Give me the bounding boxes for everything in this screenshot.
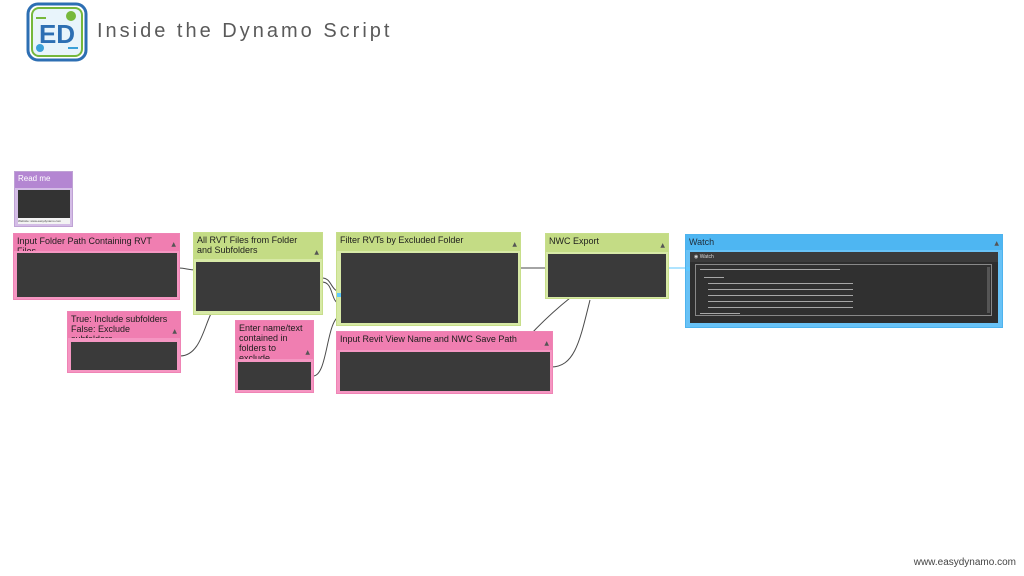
- list-item: [700, 313, 740, 314]
- exclude-text-title: Enter name/text contained in folders to …: [239, 323, 303, 359]
- easydynamo-logo: ED: [26, 2, 88, 62]
- exclude-text-node[interactable]: [238, 362, 311, 390]
- website-footer[interactable]: www.easydynamo.com: [913, 557, 1016, 568]
- all-rvt-group[interactable]: All RVT Files from Folder and Subfolders…: [193, 232, 323, 315]
- nwc-export-node[interactable]: [548, 254, 666, 297]
- watch-node-header: ◉ Watch: [690, 252, 998, 262]
- input-port[interactable]: [337, 293, 341, 297]
- collapse-caret-icon[interactable]: ▲: [314, 249, 319, 256]
- boolean-toggle-node[interactable]: [71, 342, 177, 370]
- filter-rvts-header: Filter RVTs by Excluded Folder ▲: [337, 233, 520, 251]
- view-name-group[interactable]: Input Revit View Name and NWC Save Path …: [336, 331, 553, 394]
- nwc-export-title: NWC Export: [549, 236, 600, 246]
- collapse-caret-icon[interactable]: ▲: [544, 340, 549, 347]
- watch-node[interactable]: ◉ Watch: [690, 252, 998, 323]
- collapse-caret-icon[interactable]: ▲: [512, 241, 517, 248]
- list-item: [700, 269, 840, 270]
- collapse-caret-icon[interactable]: ▲: [994, 240, 999, 247]
- collapse-caret-icon[interactable]: ▲: [172, 328, 177, 335]
- list-item: [708, 289, 853, 290]
- collapse-caret-icon[interactable]: ▲: [305, 349, 310, 356]
- watch-scrollbar[interactable]: [987, 267, 990, 313]
- subfolders-toggle-title-true: True: Include subfolders: [71, 314, 168, 324]
- subfolders-toggle-header: True: Include subfolders False: Exclude …: [68, 312, 180, 338]
- list-item: [708, 301, 853, 302]
- all-rvt-title: All RVT Files from Folder and Subfolders: [197, 235, 298, 255]
- filter-rvts-group[interactable]: Filter RVTs by Excluded Folder ▲: [336, 232, 521, 326]
- exclude-text-header: Enter name/text contained in folders to …: [236, 321, 313, 359]
- subfolders-toggle-group[interactable]: True: Include subfolders False: Exclude …: [67, 311, 181, 373]
- nwc-export-header: NWC Export ▲: [546, 234, 668, 252]
- input-port[interactable]: [686, 267, 690, 271]
- wire-viewname-to-nwc: [550, 299, 591, 368]
- all-rvt-header: All RVT Files from Folder and Subfolders…: [194, 233, 322, 259]
- input-folder-header: Input Folder Path Containing RVT Files ▲: [14, 234, 179, 251]
- view-name-title: Input Revit View Name and NWC Save Path: [340, 334, 517, 344]
- filter-rvts-title: Filter RVTs by Excluded Folder: [340, 235, 464, 245]
- input-folder-group[interactable]: Input Folder Path Containing RVT Files ▲: [13, 233, 180, 300]
- svg-text:ED: ED: [39, 19, 75, 49]
- watch-output-list[interactable]: [695, 264, 992, 316]
- list-item: [708, 295, 853, 296]
- watch-header: Watch ▲: [686, 235, 1002, 250]
- readme-note[interactable]: [18, 190, 70, 218]
- all-rvt-node[interactable]: [196, 262, 320, 311]
- list-item: [704, 277, 724, 278]
- watch-node-label: Watch: [699, 254, 714, 260]
- readme-title: Read me: [15, 172, 72, 188]
- subfolders-toggle-title-false: False: Exclude subfolders: [71, 324, 131, 338]
- watch-title: Watch: [689, 237, 715, 247]
- watch-group[interactable]: Watch ▲ ◉ Watch: [685, 234, 1003, 328]
- list-item: [708, 283, 853, 284]
- list-item: [708, 307, 853, 308]
- readme-caption: Website: www.easydynamo.com: [18, 218, 70, 224]
- filter-rvts-node[interactable]: [341, 253, 518, 323]
- exclude-text-group[interactable]: Enter name/text contained in folders to …: [235, 320, 314, 393]
- folder-path-node[interactable]: [17, 253, 177, 297]
- eye-icon: ◉: [694, 254, 699, 260]
- readme-group[interactable]: Read me Website: www.easydynamo.com: [14, 171, 73, 227]
- input-folder-title: Input Folder Path Containing RVT Files: [17, 236, 152, 251]
- nwc-export-group[interactable]: NWC Export ▲: [545, 233, 669, 299]
- view-name-header: Input Revit View Name and NWC Save Path …: [337, 332, 552, 350]
- page-title: Inside the Dynamo Script: [97, 20, 393, 42]
- collapse-caret-icon[interactable]: ▲: [171, 241, 176, 248]
- view-name-node[interactable]: [340, 352, 550, 391]
- collapse-caret-icon[interactable]: ▲: [660, 242, 665, 249]
